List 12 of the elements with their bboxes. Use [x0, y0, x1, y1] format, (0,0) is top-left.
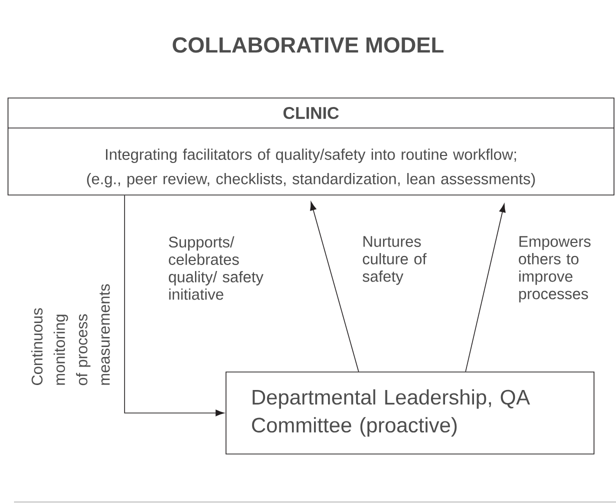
process-box	[8, 98, 614, 196]
arrow	[124, 194, 224, 416]
process-box: Departmental Leadership, QA Committee (proactive)	[226, 372, 594, 454]
arrow	[310, 202, 359, 372]
box-heading: CLINIC	[283, 107, 339, 119]
edge-label: Continuous monitoring of process measurements	[31, 284, 110, 386]
title: COLLABORATIVE MODEL	[172, 37, 444, 53]
annotation-text: Nurtures culture of safety	[362, 236, 427, 285]
annotation-text: Empowers others to improve processes	[518, 236, 591, 302]
arrow	[465, 204, 506, 372]
annotation-text: Supports/ celebrates quality/ safety initiative	[168, 236, 264, 300]
box-text: Integrating facilitators of quality/safety into routine workflow; (e.g., peer review, checklists, standardization, lean assessments)	[87, 148, 535, 188]
